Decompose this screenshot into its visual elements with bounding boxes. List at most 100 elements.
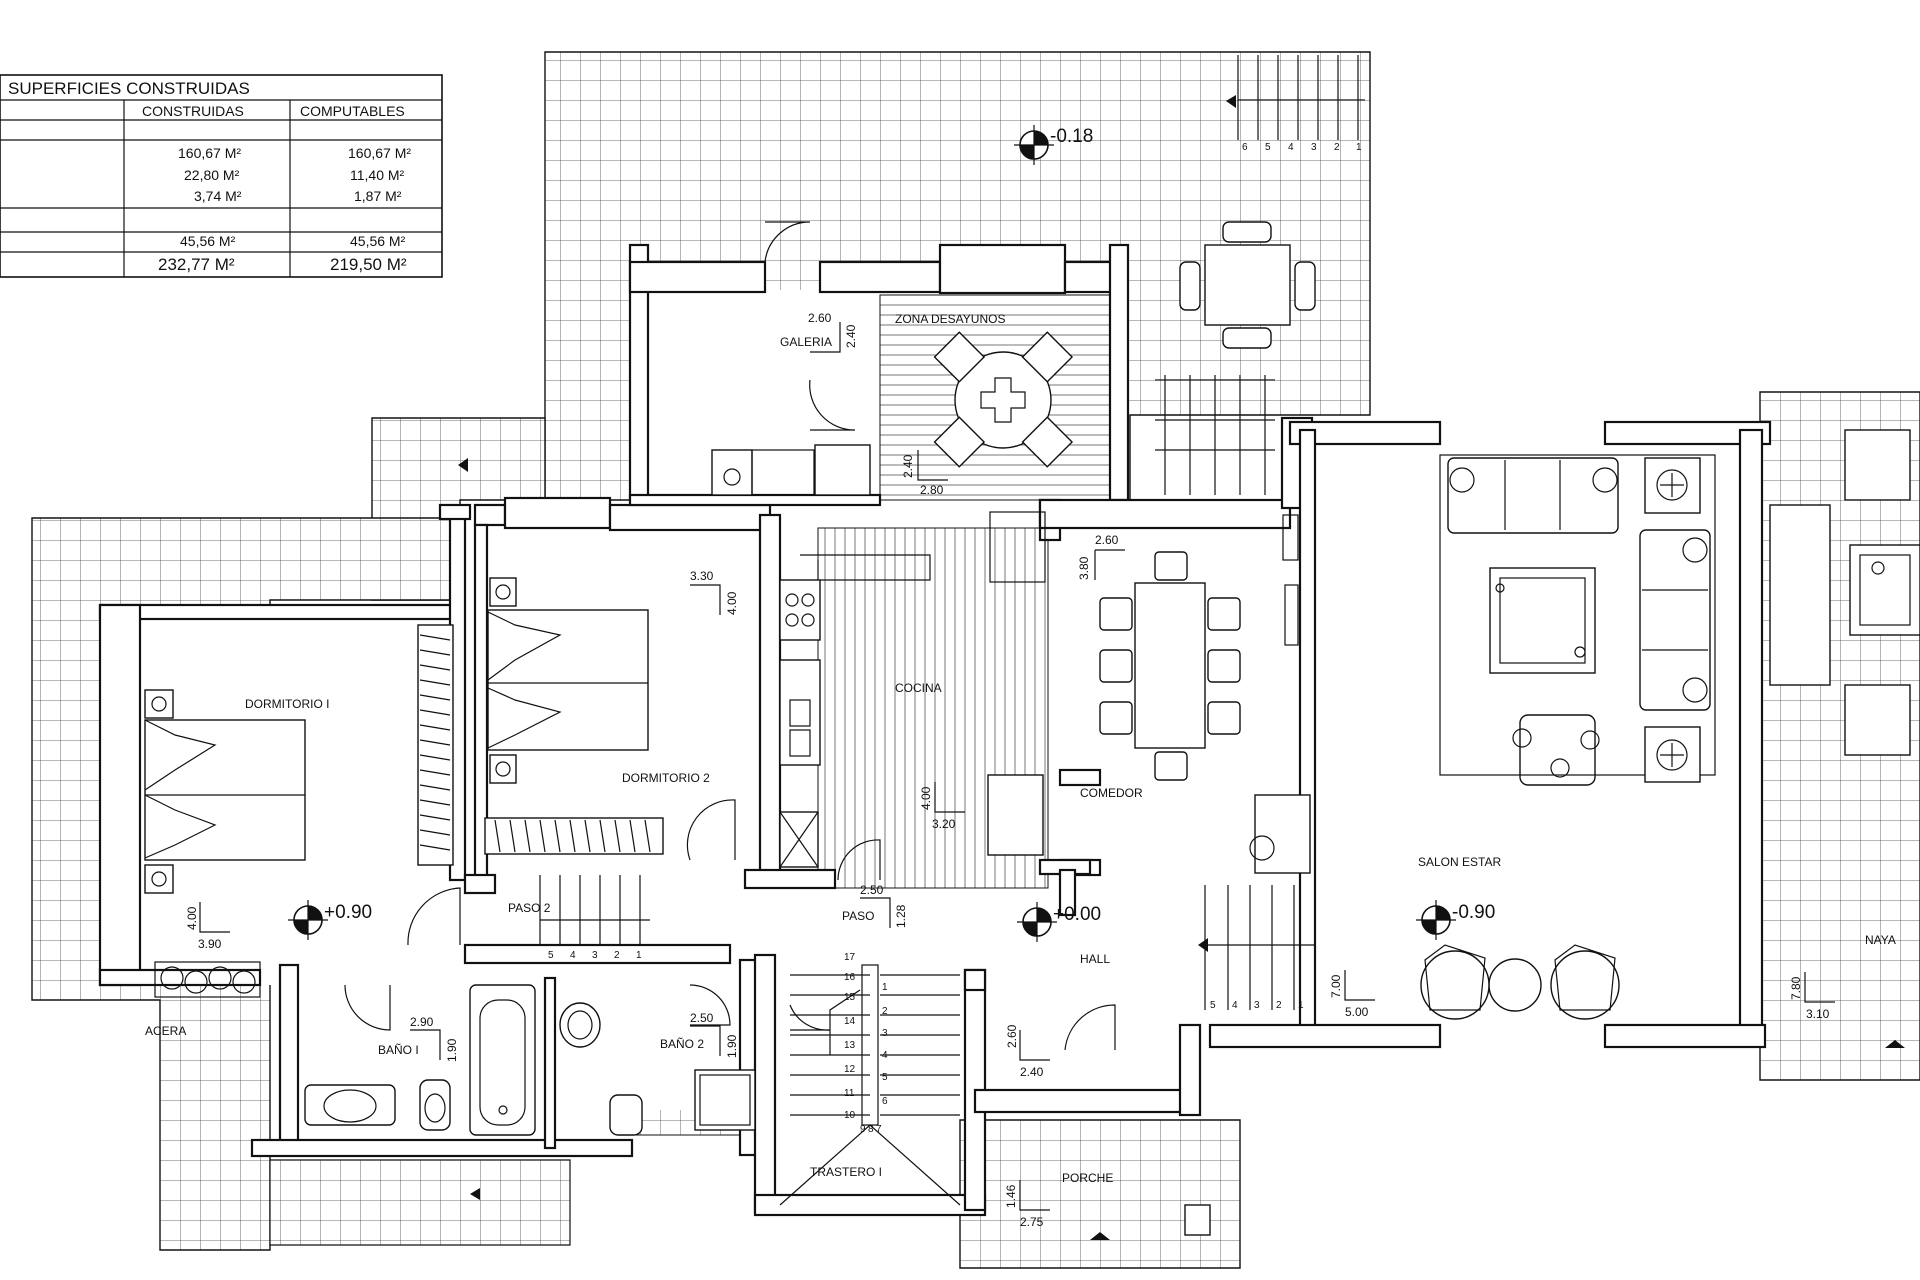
- step-number: 11: [844, 1088, 855, 1099]
- step-number: 10: [844, 1110, 856, 1121]
- dim-porche-width: 2.75: [1020, 1215, 1044, 1229]
- step-number: 8: [868, 1124, 874, 1135]
- level-dormitorio-1: +0.90: [324, 902, 372, 923]
- step-number: 7: [876, 1124, 882, 1135]
- step-number: 5: [548, 950, 554, 961]
- table-cell: 45,56 M²: [180, 233, 236, 249]
- level-hall: +0.00: [1053, 904, 1101, 925]
- room-label-porche: PORCHE: [1062, 1171, 1113, 1185]
- level-marker-icon: [1017, 902, 1057, 942]
- dim-hall-width: 2.40: [1020, 1065, 1044, 1079]
- step-number: 2: [1334, 142, 1340, 153]
- table-header-computables: COMPUTABLES: [300, 103, 405, 119]
- room-label-salon-estar: SALON ESTAR: [1418, 855, 1501, 869]
- level-markers: -0.18 +0.90 +0.00 -0.90: [288, 125, 1495, 942]
- step-number: 4: [882, 1050, 888, 1061]
- table-cell: 11,40 M²: [350, 167, 405, 183]
- dim-dorm2-width: 3.30: [690, 569, 714, 583]
- dim-bano2-depth: 1.90: [725, 1034, 739, 1058]
- room-labels: DORMITORIO I DORMITORIO 2 COCINA COMEDOR…: [145, 312, 1896, 1185]
- step-number: 9: [860, 1124, 866, 1135]
- dim-desayunos-depth: 2.40: [901, 454, 915, 478]
- level-marker-icon: [1416, 900, 1456, 940]
- step-number: 2: [882, 1006, 888, 1017]
- arrow-icon: [1198, 938, 1208, 952]
- step-number: 3: [1254, 1000, 1260, 1011]
- step-number: 3: [1311, 142, 1317, 153]
- dim-porche-depth: 1.46: [1004, 1184, 1018, 1208]
- dim-paso-width: 2.50: [860, 883, 884, 897]
- room-label-dormitorio-1: DORMITORIO I: [245, 697, 329, 711]
- room-label-paso: PASO: [842, 909, 874, 923]
- room-label-comedor: COMEDOR: [1080, 786, 1143, 800]
- walls: [98, 243, 1772, 1217]
- level-salon: -0.90: [1452, 902, 1495, 923]
- room-label-hall: HALL: [1080, 952, 1110, 966]
- table-cell: 160,67 M²: [348, 145, 411, 161]
- room-label-trastero: TRASTERO I: [810, 1165, 882, 1179]
- step-number: 5: [1265, 142, 1271, 153]
- dim-comedor-width: 2.60: [1095, 533, 1119, 547]
- room-label-bano-1: BAÑO I: [378, 1043, 419, 1057]
- room-label-cocina: COCINA: [895, 681, 942, 695]
- dim-paso-depth: 1.28: [894, 904, 908, 928]
- direction-arrows: [458, 95, 1905, 1240]
- step-number: 2: [1276, 1000, 1282, 1011]
- step-number: 1: [1298, 1000, 1304, 1011]
- room-label-galeria: GALERIA: [780, 335, 832, 349]
- table-total: 232,77 M²: [158, 255, 235, 274]
- dim-dorm2-depth: 4.00: [725, 591, 739, 615]
- room-label-zona-desayunos: ZONA DESAYUNOS: [895, 312, 1005, 326]
- table-cell: 160,67 M²: [178, 145, 241, 161]
- level-marker-icon: [288, 900, 328, 940]
- step-number: 4: [570, 950, 576, 961]
- table-cell: 45,56 M²: [350, 233, 406, 249]
- arrow-icon: [458, 458, 468, 472]
- step-number: 2: [614, 950, 620, 961]
- dimension-annotations: 2.60 2.40 2.40 2.80 3.30 4.00 2.60 3.80 …: [185, 311, 1835, 1229]
- step-number: 1: [1356, 142, 1362, 153]
- room-label-bano-2: BAÑO 2: [660, 1037, 704, 1051]
- dim-comedor-depth: 3.80: [1077, 556, 1091, 580]
- step-number: 3: [592, 950, 598, 961]
- dim-dorm1-width: 3.90: [198, 937, 222, 951]
- dim-hall-depth: 2.60: [1005, 1024, 1019, 1048]
- level-marker-icon: [1014, 125, 1054, 165]
- room-label-paso-2: PASO 2: [508, 901, 551, 915]
- step-number: 12: [844, 1064, 856, 1075]
- step-number: 4: [1232, 1000, 1238, 1011]
- area-table: SUPERFICIES CONSTRUIDAS CONSTRUIDAS COMP…: [0, 74, 443, 278]
- room-label-naya: NAYA: [1865, 933, 1896, 947]
- dim-cocina-width: 3.20: [932, 817, 956, 831]
- step-number: 15: [844, 992, 856, 1003]
- step-number: 16: [844, 972, 856, 983]
- dim-bano1-width: 2.90: [410, 1015, 434, 1029]
- dim-desayunos-width: 2.80: [920, 483, 944, 497]
- step-number: 17: [844, 952, 856, 963]
- arrow-icon: [470, 1188, 480, 1200]
- table-cell: 3,74 M²: [194, 188, 242, 204]
- room-label-acera: ACERA: [145, 1024, 186, 1038]
- room-label-dormitorio-2: DORMITORIO 2: [622, 771, 710, 785]
- furniture: [144, 221, 1920, 1236]
- step-number: 1: [636, 950, 642, 961]
- step-number: 5: [1210, 1000, 1216, 1011]
- step-number: 6: [1242, 142, 1248, 153]
- step-number: 1: [882, 982, 888, 993]
- table-cell: 1,87 M²: [354, 188, 402, 204]
- dim-galeria-depth: 2.40: [844, 324, 858, 348]
- dim-salon-depth: 7.00: [1329, 974, 1343, 998]
- arrow-icon: [1090, 1232, 1110, 1240]
- dim-naya-depth: 7.80: [1789, 976, 1803, 1000]
- step-number: 5: [882, 1072, 888, 1083]
- dim-galeria-width: 2.60: [808, 311, 832, 325]
- doors: [344, 221, 1116, 1051]
- step-number: 13: [844, 1040, 856, 1051]
- arrow-icon: [1226, 95, 1236, 108]
- dim-bano1-depth: 1.90: [445, 1038, 459, 1062]
- step-number: 6: [882, 1096, 888, 1107]
- dim-cocina-depth: 4.00: [919, 786, 933, 810]
- dim-bano2-width: 2.50: [690, 1011, 714, 1025]
- arrow-icon: [1885, 1040, 1905, 1048]
